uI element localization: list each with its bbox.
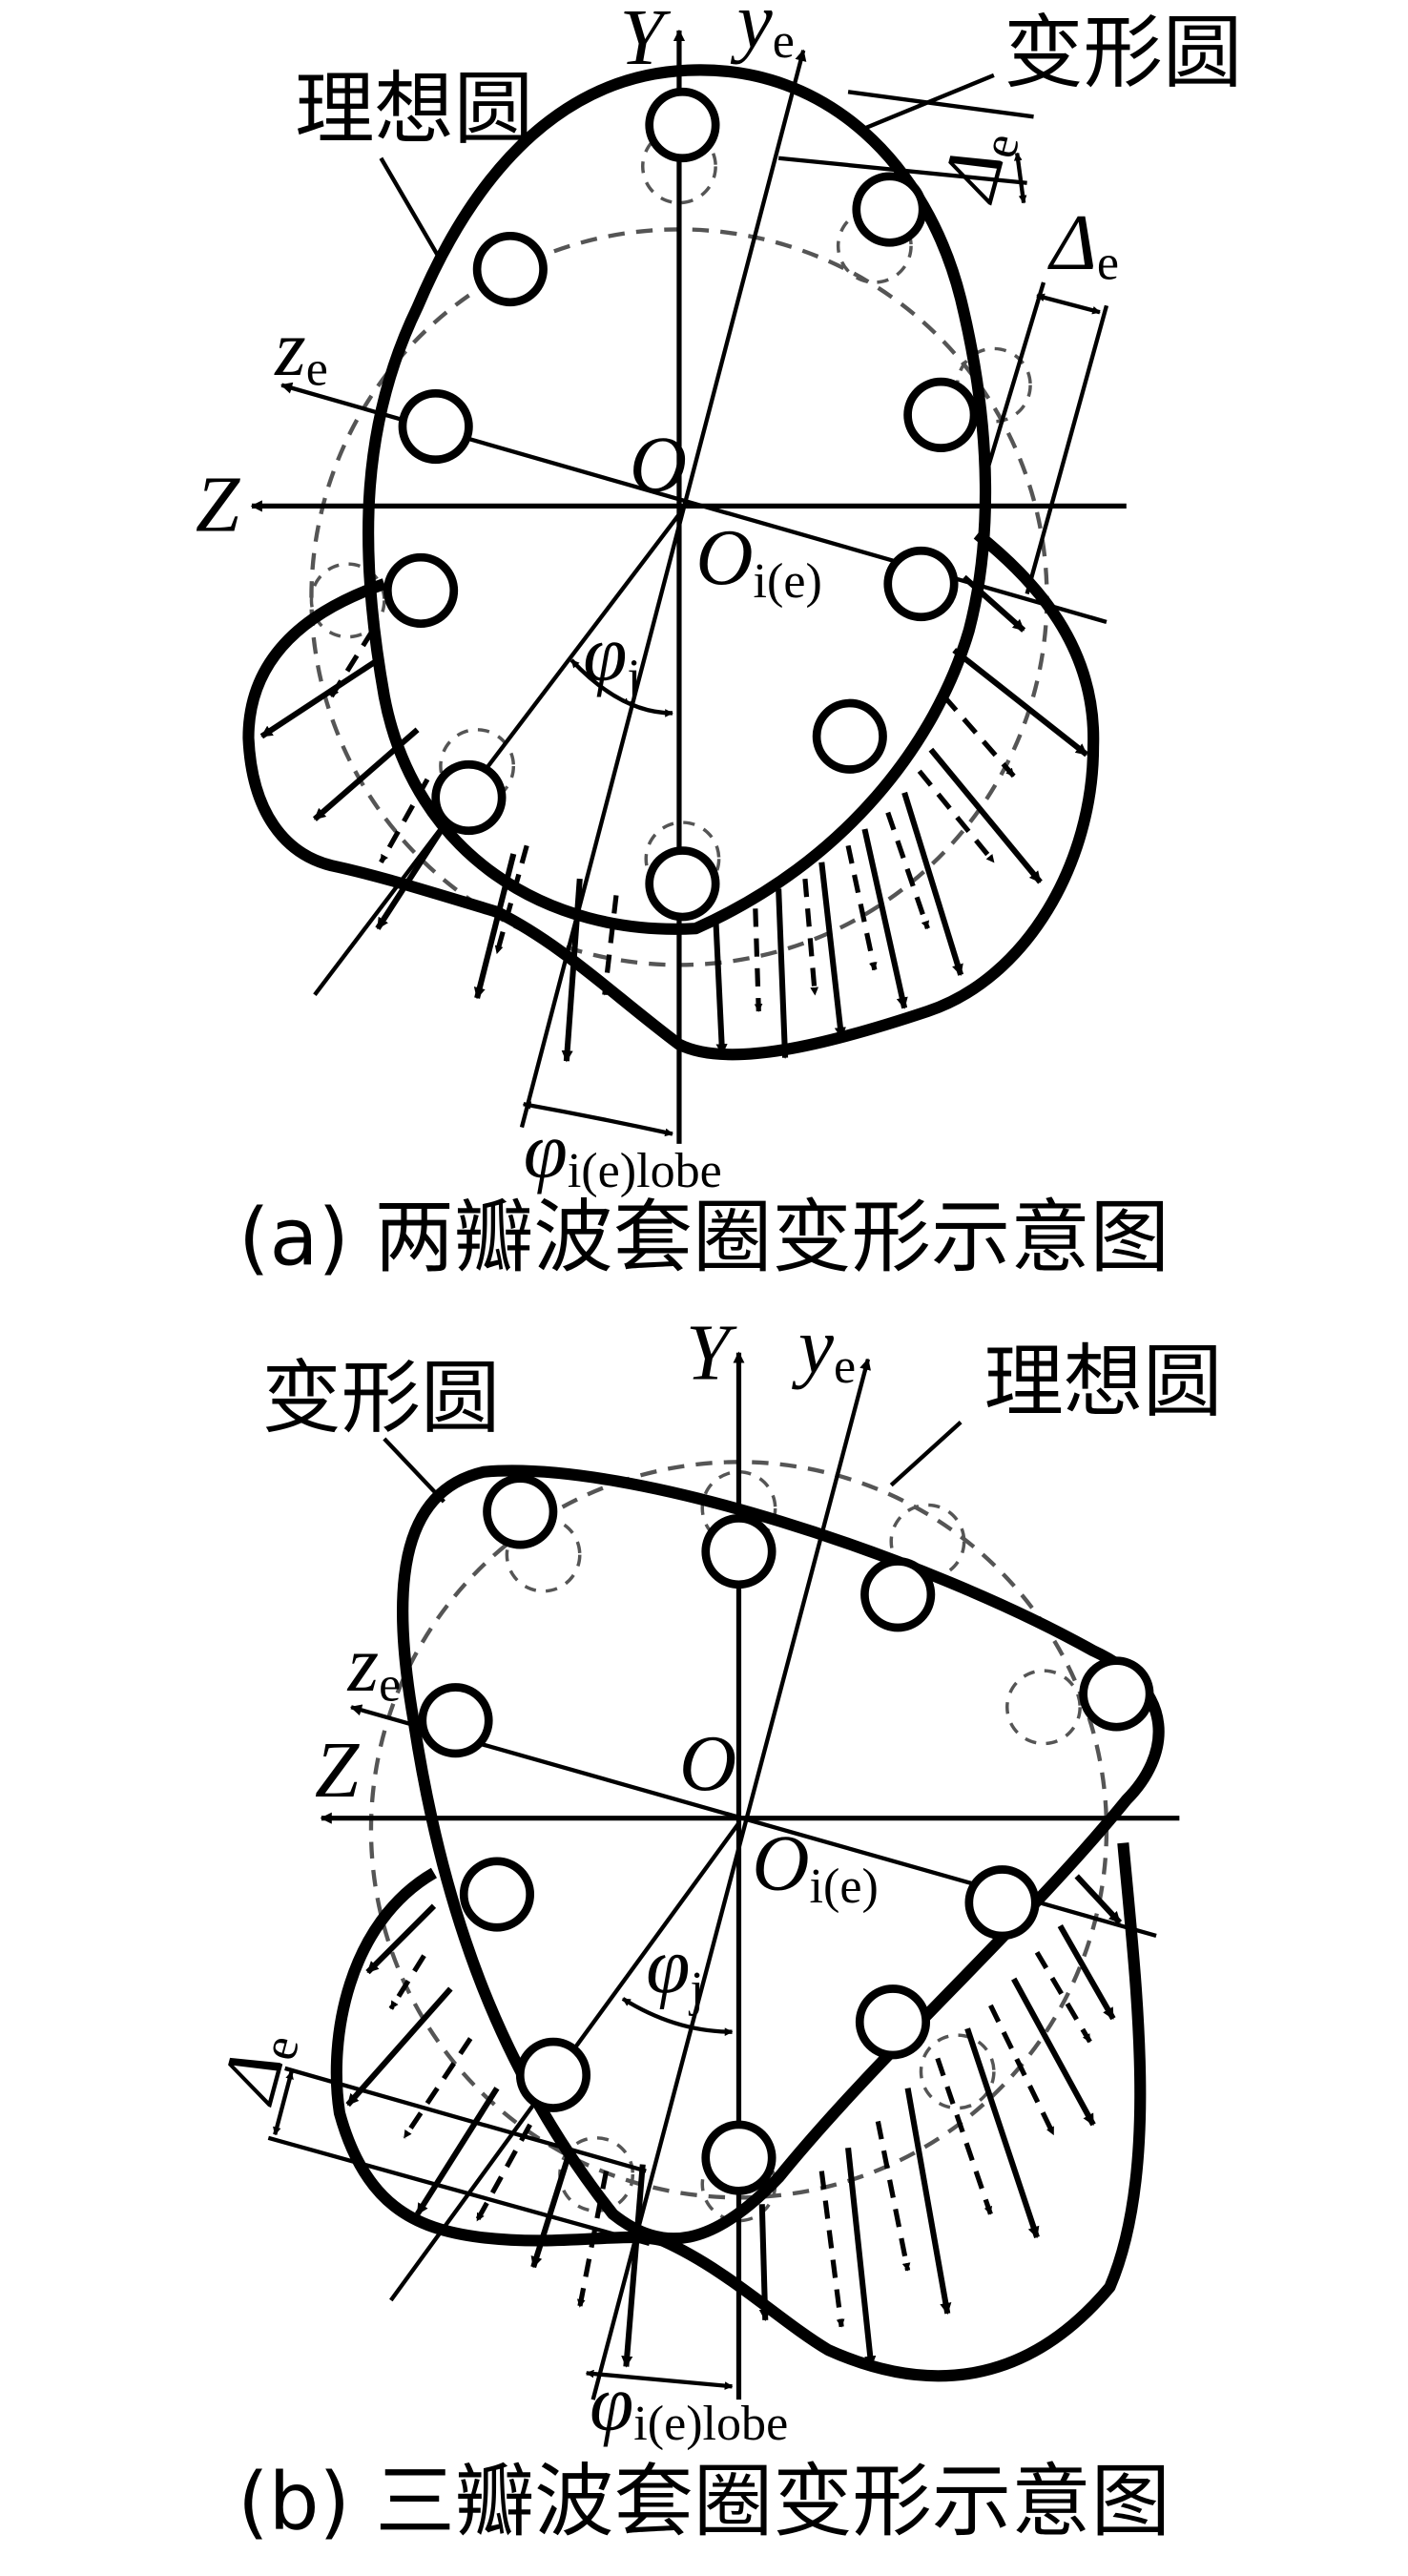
dashed-arrows-b <box>388 1950 1092 2328</box>
panel-b-three-lobe: Y ye ze Z O Oi(e) φj φi(e)lobe Δe 变形圆 理想… <box>203 1303 1222 2548</box>
delta-ext2-b <box>267 2135 651 2247</box>
delta2-ext-a <box>982 281 1046 482</box>
ideal-balls-a <box>309 128 1032 898</box>
panel-a-two-lobe: Y ye ze Z O Oi(e) φj φi(e)lobe Δe Δe 变形圆… <box>196 0 1242 1284</box>
label-Z-a: Z <box>196 461 241 549</box>
label-ideal-a: 理想圆 <box>295 63 533 156</box>
delta1-ext-a <box>777 156 1027 185</box>
balls-a <box>383 87 979 922</box>
label-philobe-a: φi(e)lobe <box>524 1108 722 1198</box>
label-phij-a: φj <box>583 611 641 705</box>
displacement-arrows-b <box>345 1874 1123 2368</box>
deformed-leader-a <box>863 73 995 131</box>
label-Oi-a: Oi(e) <box>695 514 821 609</box>
label-ye-a: ye <box>731 0 795 69</box>
label-Y-b: Y <box>686 1310 737 1398</box>
delta1-dim-a <box>1013 152 1027 204</box>
label-philobe-b: φi(e)lobe <box>590 2359 788 2450</box>
label-ye-b: ye <box>792 1303 856 1394</box>
dashed-arrows-a <box>329 629 1016 1012</box>
ye-axis-a <box>519 49 807 1129</box>
delta1-ext2-a <box>847 90 1034 119</box>
deformed-oval-a <box>362 64 992 935</box>
label-ze-a: ze <box>274 305 328 396</box>
label-Y-a: Y <box>619 0 671 82</box>
label-ze-b: ze <box>347 1621 402 1712</box>
phi-j-arc-b <box>621 1997 734 2037</box>
label-deformed-a: 变形圆 <box>1004 7 1242 99</box>
phi-lobe-arc-a <box>522 1101 673 1137</box>
deformation-lobe-b <box>330 1842 1147 2382</box>
deformed-triangle-b <box>397 1465 1165 2245</box>
phi-j-arc-a <box>569 658 673 717</box>
label-O-b: O <box>679 1720 736 1808</box>
delta2-dim-a <box>1036 293 1101 315</box>
phi-ray-a <box>313 512 681 996</box>
delta-ext1-b <box>284 2066 647 2173</box>
ideal-leader-b <box>889 1421 963 1487</box>
label-Oi-b: Oi(e) <box>752 1819 878 1914</box>
label-O-a: O <box>630 422 687 509</box>
caption-a: (a) 两瓣波套圈变形示意图 <box>238 1192 1170 1284</box>
delta-dim-b <box>273 2070 294 2136</box>
ideal-leader-a <box>379 156 442 260</box>
label-delta1-a: Δe <box>924 118 1031 211</box>
label-phij-b: φj <box>646 1922 704 2017</box>
caption-b: (b) 三瓣波套圈变形示意图 <box>238 2456 1170 2548</box>
delta2-ext2-a <box>1025 304 1109 594</box>
balls-b <box>418 1474 1154 2195</box>
label-deformed-b: 变形圆 <box>261 1352 500 1444</box>
label-delta-b: Δe <box>203 2021 310 2113</box>
label-delta2-a: Δe <box>1047 199 1119 290</box>
deformed-leader-b <box>383 1437 445 1504</box>
displacement-arrows-a <box>259 574 1089 1063</box>
label-Z-b: Z <box>315 1727 361 1815</box>
label-ideal-b: 理想圆 <box>984 1336 1222 1428</box>
phi-lobe-arc-b <box>585 2369 734 2390</box>
deformation-lobe-a <box>242 530 1100 1061</box>
